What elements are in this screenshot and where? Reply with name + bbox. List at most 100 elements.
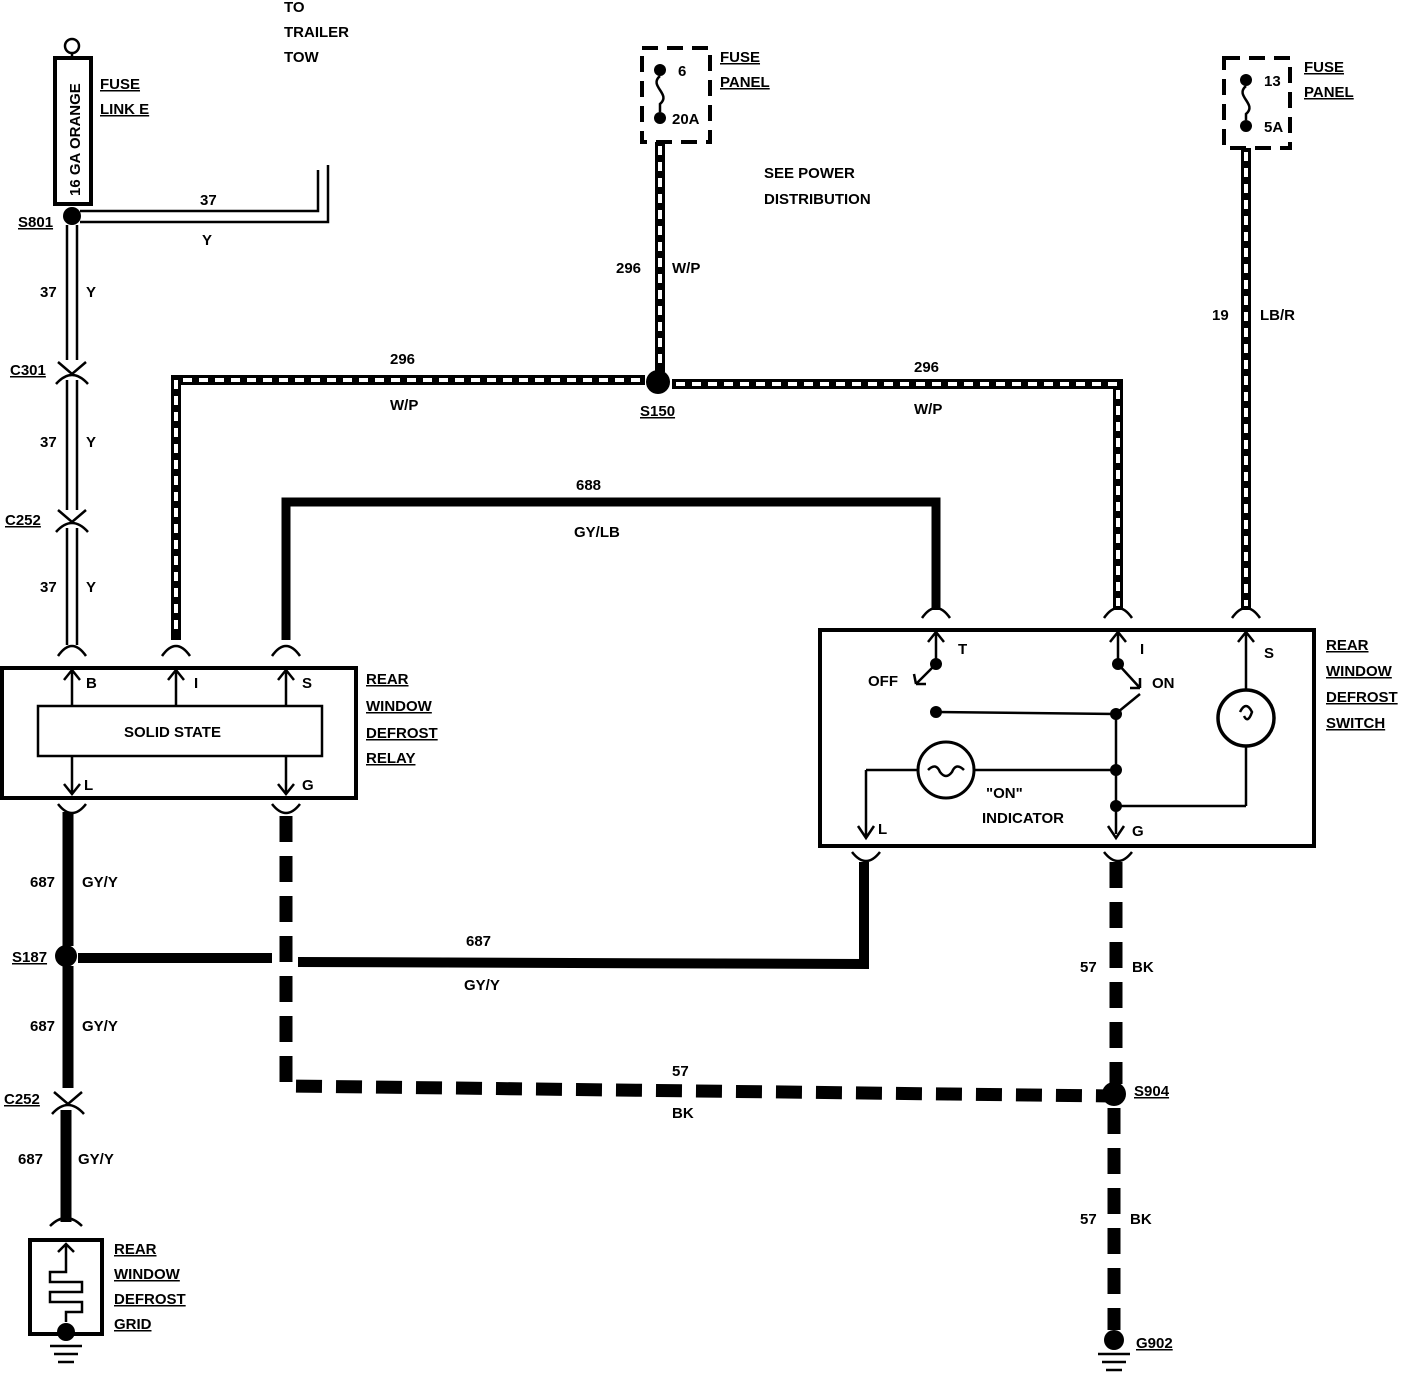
svg-text:DEFROST: DEFROST	[366, 725, 438, 742]
svg-text:WINDOW: WINDOW	[114, 1266, 181, 1283]
svg-text:REAR: REAR	[1326, 637, 1369, 654]
svg-text:20A: 20A	[672, 111, 700, 128]
svg-text:W/P: W/P	[390, 397, 418, 414]
wire-37-segment-2: 37 Y	[40, 380, 96, 510]
on-indicator-label-1: "ON"	[986, 785, 1023, 802]
splice-s904	[1102, 1082, 1126, 1106]
splice-s801-label: S801	[18, 214, 53, 231]
fuse-link-gauge-text: 16 GA ORANGE	[67, 83, 84, 196]
wire-37-segment-3: 37 Y	[40, 528, 96, 645]
wire-688: 688 GY/LB	[281, 477, 941, 640]
svg-text:W/P: W/P	[672, 260, 700, 277]
svg-text:13: 13	[1264, 73, 1281, 90]
on-indicator-label-2: INDICATOR	[982, 810, 1064, 827]
svg-text:687: 687	[30, 874, 55, 891]
wire-687-segment-3: 687 GY/Y	[18, 1110, 114, 1222]
svg-text:TO: TO	[284, 0, 305, 16]
svg-text:BK: BK	[672, 1105, 694, 1122]
svg-text:688: 688	[576, 477, 601, 494]
svg-text:L: L	[878, 821, 887, 838]
svg-text:L: L	[84, 777, 93, 794]
svg-text:S: S	[302, 675, 312, 692]
rear-window-defrost-switch: T I S L G OFF ON "ON" INDICATOR	[818, 628, 1316, 848]
svg-text:5A: 5A	[1264, 119, 1283, 136]
svg-text:TRAILER: TRAILER	[284, 24, 349, 41]
wire-37-trailer-tow: 37 Y	[80, 165, 330, 249]
svg-text:FUSE: FUSE	[100, 76, 140, 93]
fuse-panel-6-label: FUSE PANEL	[720, 49, 770, 91]
switch-off-label: OFF	[868, 673, 898, 690]
splice-s187-label: S187	[12, 949, 47, 966]
svg-text:6: 6	[678, 63, 686, 80]
wire-296-to-switch: 296 W/P	[672, 359, 1123, 610]
wire-296-to-relay: 296 W/P	[171, 351, 645, 640]
svg-text:BK: BK	[1132, 959, 1154, 976]
fuse-panel-6: 6 20A	[640, 46, 712, 144]
fuse-link-label: FUSE LINK E	[100, 76, 149, 118]
svg-text:G: G	[302, 777, 314, 794]
relay-input-connectors	[56, 644, 302, 657]
svg-text:DEFROST: DEFROST	[114, 1291, 186, 1308]
wire-57-relay-ground: 57 BK	[279, 816, 1113, 1122]
svg-text:Y: Y	[86, 579, 96, 596]
svg-text:REAR: REAR	[366, 671, 409, 688]
connector-c252-top-label: C252	[5, 512, 41, 529]
svg-text:PANEL: PANEL	[720, 74, 770, 91]
svg-text:GY/Y: GY/Y	[464, 977, 500, 994]
svg-text:T: T	[958, 641, 967, 658]
splice-s150-label: S150	[640, 403, 675, 420]
svg-text:37: 37	[40, 579, 57, 596]
svg-text:FUSE: FUSE	[720, 49, 760, 66]
ground-g902	[1098, 1330, 1130, 1372]
connector-c301	[55, 361, 89, 385]
svg-text:Y: Y	[86, 434, 96, 451]
trailer-tow-label: TO TRAILER TOW	[284, 0, 349, 66]
svg-text:FUSE: FUSE	[1304, 59, 1344, 76]
svg-text:S: S	[1264, 645, 1274, 662]
relay-inner-label: SOLID STATE	[124, 724, 221, 741]
svg-text:57: 57	[1080, 959, 1097, 976]
connector-c252-bottom-label: C252	[4, 1091, 40, 1108]
svg-text:Y: Y	[86, 284, 96, 301]
connector-c301-label: C301	[10, 362, 46, 379]
fuse-panel-13: 13 5A	[1222, 56, 1292, 150]
grid-label: REAR WINDOW DEFROST GRID	[114, 1241, 186, 1333]
svg-text:GY/Y: GY/Y	[82, 1018, 118, 1035]
svg-text:LB/R: LB/R	[1260, 307, 1295, 324]
wire-57-to-g902: 57 BK	[1080, 1108, 1152, 1330]
svg-text:I: I	[1140, 641, 1144, 658]
wire-296-fuse-feed: 296 W/P	[616, 142, 700, 372]
svg-text:687: 687	[466, 933, 491, 950]
svg-text:SEE POWER: SEE POWER	[764, 165, 855, 182]
relay-output-connectors	[57, 803, 301, 815]
connector-c252-bottom	[51, 1091, 85, 1115]
svg-text:B: B	[86, 675, 97, 692]
svg-text:GRID: GRID	[114, 1316, 152, 1333]
wire-57-switch-ground: 57 BK	[1080, 862, 1154, 1084]
svg-text:DISTRIBUTION: DISTRIBUTION	[764, 191, 871, 208]
svg-text:REAR: REAR	[114, 1241, 157, 1258]
splice-s801	[63, 207, 81, 225]
svg-text:SWITCH: SWITCH	[1326, 715, 1385, 732]
ground-g902-label: G902	[1136, 1335, 1173, 1352]
svg-text:37: 37	[200, 192, 217, 209]
wire-687-segment-2: 687 GY/Y	[30, 966, 118, 1088]
splice-s150	[646, 370, 670, 394]
wire-687-segment-1: 687 GY/Y	[30, 812, 118, 946]
svg-text:57: 57	[1080, 1211, 1097, 1228]
wire-687-to-switch: 687 GY/Y	[78, 862, 869, 994]
fuse-link-e: 16 GA ORANGE	[53, 37, 93, 206]
svg-text:296: 296	[390, 351, 415, 368]
defrost-grid	[28, 1216, 104, 1364]
svg-text:RELAY: RELAY	[366, 750, 415, 767]
switch-label: REAR WINDOW DEFROST SWITCH	[1326, 637, 1398, 732]
svg-text:57: 57	[672, 1063, 689, 1080]
svg-text:DEFROST: DEFROST	[1326, 689, 1398, 706]
splice-s904-label: S904	[1134, 1083, 1170, 1100]
switch-output-connectors	[851, 851, 1133, 863]
svg-text:GY/Y: GY/Y	[78, 1151, 114, 1168]
wire-37-segment-1: 37 Y	[40, 225, 96, 360]
svg-text:687: 687	[30, 1018, 55, 1035]
svg-text:PANEL: PANEL	[1304, 84, 1354, 101]
